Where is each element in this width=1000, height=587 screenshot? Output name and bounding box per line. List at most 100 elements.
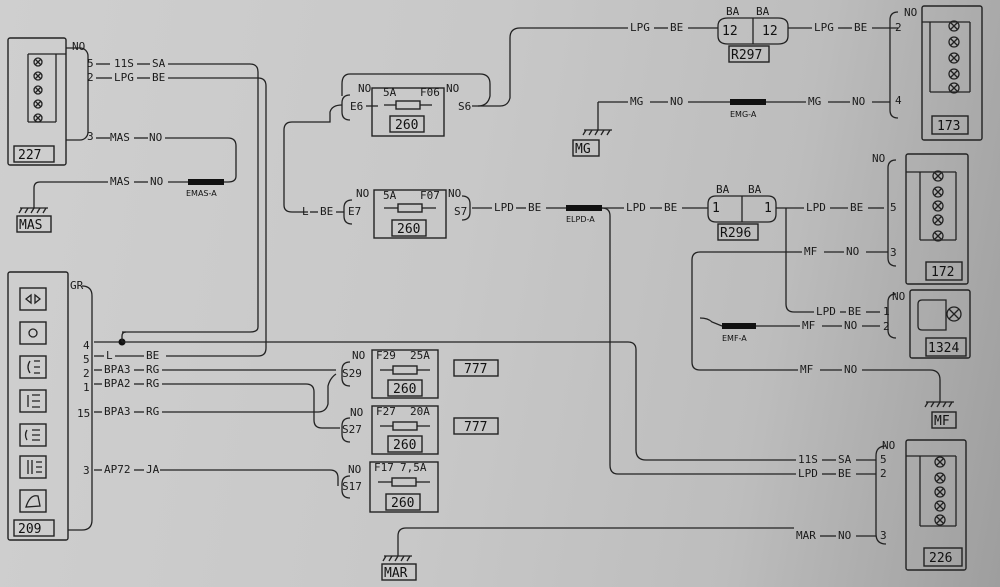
lamp-icon [934,486,946,498]
label-mar: MAR [796,529,816,542]
ground-mf: MF [924,401,957,429]
fuse-f06: NO 5A F06 NO E6 S6 260 [341,82,471,137]
label-lpg: LPG [814,21,834,34]
connector-r296: BA BA 1 1 R296 [707,183,777,241]
label-gr: GR [70,279,84,292]
splice-emas [188,179,224,185]
ground-mar: MAR [381,555,417,581]
lamp-icon [932,186,944,198]
component-209: 209 [7,271,69,541]
label-be: BE [838,467,851,480]
splice-emas-label: EMAS-A [186,189,217,198]
fuse-f06-rating: 5A [383,86,397,99]
label-sa: SA [838,453,852,466]
label-lpg: LPG [114,71,134,84]
label-bpa2: BPA2 [104,377,131,390]
label-lpd: LPD [806,201,826,214]
label-lpd: LPD [626,201,646,214]
label-mf: MF [802,319,815,332]
fuse-f27-rating: 20A [410,405,430,418]
splice-emf [722,323,756,329]
lamp-icon [33,113,43,123]
lamp-icon [33,85,43,95]
component-1324: NO 1 2 1324 [883,289,971,359]
r296-ba-left: BA [716,183,730,196]
lamp-icon [948,52,960,64]
label-172-no: NO [872,152,885,165]
label-209-pin4: 4 [83,339,90,352]
fuse-f07-name: F07 [420,189,440,202]
label-rg: RG [146,363,159,376]
interior-light-switch-icon [19,321,47,345]
component-226: NO 5 2 3 226 [875,439,967,571]
label-mf: MF [800,363,813,376]
lamp-icon [934,472,946,484]
fuse-f06-name: F06 [420,86,440,99]
label-209-pin1: 1 [83,381,90,394]
label-be: BE [528,201,541,214]
label-no: NO [852,95,865,108]
ground-mas: MAS [16,207,52,233]
label-no: NO [670,95,683,108]
seat-heater-switch-icon [19,489,47,513]
label-rg: RG [146,405,159,418]
component-1324-id: 1324 [928,341,959,356]
label-be: BE [146,349,159,362]
component-173-id: 173 [937,119,960,134]
fuse-f29-no: NO [352,349,365,362]
splice-elpd-label: ELPD-A [566,215,595,224]
label-11s: 11S [798,453,818,466]
label-sa: SA [152,57,166,70]
label-226-pin3: 3 [880,529,887,542]
label-no: NO [844,319,857,332]
lamp-icon [33,99,43,109]
splice-emg [730,99,766,105]
label-173-pin4: 4 [895,94,902,107]
connector-r297: BA BA 12 12 R297 [717,5,789,63]
fuse-f17-rating: 7,5A [400,461,427,474]
fuse-f29-tag-label: 777 [464,362,487,377]
label-172-pin3: 3 [890,246,897,259]
label-l: L [302,205,309,218]
ground-mg-label: MG [575,142,591,157]
label-l: L [106,349,113,362]
fuse-f29-name: F29 [376,349,396,362]
lamp-icon [948,20,960,32]
r297-pin-right: 12 [762,24,778,39]
label-1324-pin2: 2 [883,320,890,333]
label-be: BE [152,71,165,84]
label-rg: RG [146,377,159,390]
fuse-f07: NO 5A F07 NO E7 S7 260 [343,187,467,239]
label-173-no: NO [904,6,917,19]
lamp-icon [948,82,960,94]
fuse-f27-no: NO [350,406,363,419]
fuse-f06-out: S6 [458,100,471,113]
fog-lamp-switch-icon [19,389,47,413]
label-172-pin5: 5 [890,201,897,214]
fuse-f06-in: E6 [350,100,363,113]
fuse-f17-no: NO [348,463,361,476]
fuse-f06-id: 260 [395,118,418,133]
label-1324-pin1: 1 [883,305,890,318]
fuse-f29-id: 260 [393,382,416,397]
fuse-f17-name: F17 [374,461,394,474]
label-209-pin5: 5 [83,353,90,366]
label-173-pin2: 2 [895,21,902,34]
label-lpd: LPD [798,467,818,480]
rear-fog-switch-icon [19,455,47,479]
r297-ba-right: BA [756,5,770,18]
lamp-icon [33,71,43,81]
label-mg: MG [630,95,643,108]
hazard-switch-icon [19,287,47,311]
label-mf: MF [804,245,817,258]
label-be: BE [320,205,333,218]
component-227: 227 [7,37,67,166]
component-172-id: 172 [931,265,954,280]
label-209-pin3: 3 [83,464,90,477]
label-226-pin2: 2 [880,467,887,480]
sidelight-switch-icon [19,423,47,447]
r296-pin-left: 1 [712,201,720,216]
lamp-icon [934,500,946,512]
label-lpg: LPG [630,21,650,34]
